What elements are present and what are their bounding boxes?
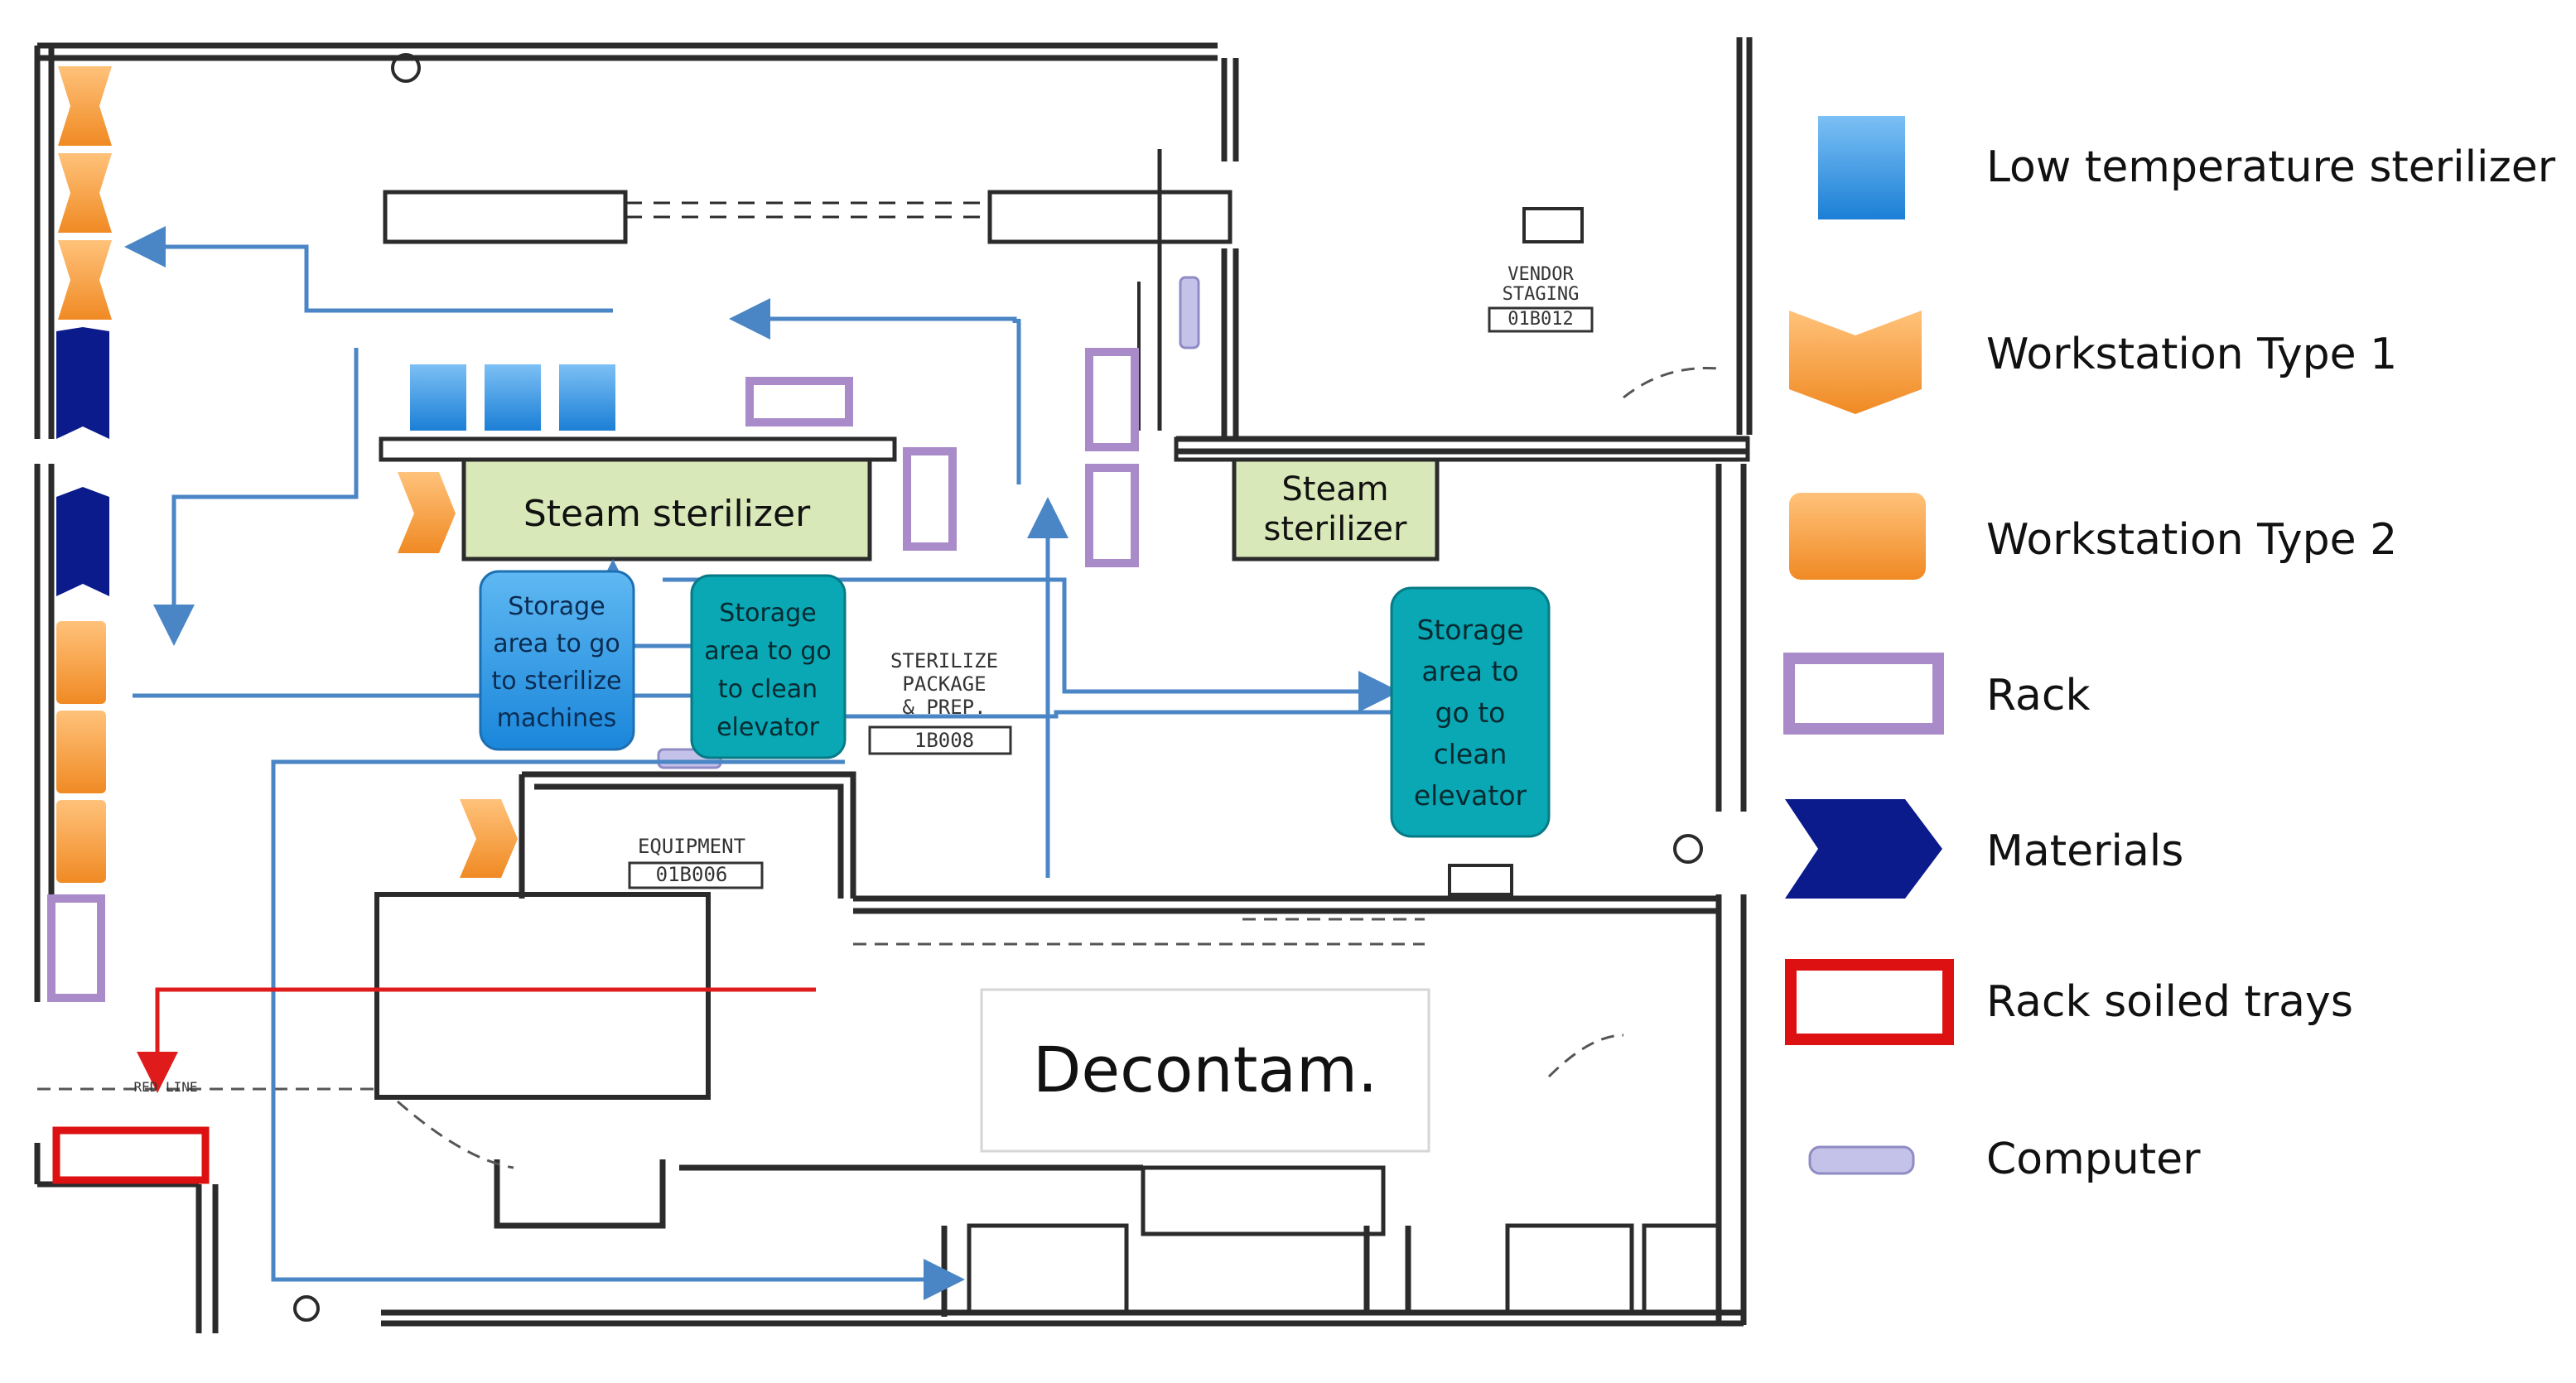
materials-icon: [56, 327, 109, 439]
rack-soiled-icon: [52, 1126, 210, 1184]
legend-rack-icon: [1783, 653, 1944, 735]
rack-icon: [903, 447, 957, 551]
sterilize-package-code: 1B008: [914, 729, 974, 752]
legend-workstation-type2-icon: [1789, 493, 1926, 580]
red-line-label: RED LINE: [133, 1079, 197, 1095]
low-temp-sterilizer-icon: [410, 364, 466, 431]
workstation-type1-icon: [58, 240, 112, 320]
steam-sterilizer-small-line1: Steam: [1281, 470, 1388, 508]
steam-sterilizer-main: Steam sterilizer: [461, 457, 872, 561]
soiled-flow-arrow: [137, 987, 816, 1093]
storage-sterilize-line3: to sterilize: [491, 667, 621, 696]
storage-clean-b-line2: area to: [1421, 655, 1518, 687]
architectural-walls: [34, 37, 1753, 1333]
storage-clean-b-line5: elevator: [1414, 779, 1527, 812]
equipment-line1: EQUIPMENT: [638, 835, 745, 858]
steam-sterilizer-small: Steam sterilizer: [1232, 457, 1440, 561]
vendor-staging-line2: STAGING: [1503, 284, 1580, 305]
equipment-code: 01B006: [656, 863, 728, 886]
decontam-label: Decontam.: [1033, 1033, 1377, 1106]
vendor-staging-code: 01B012: [1507, 309, 1573, 330]
storage-clean-a-line2: area to go: [704, 637, 832, 666]
legend-computer-icon: [1808, 1145, 1915, 1175]
rack-icon: [1085, 348, 1139, 451]
workstation-type1-icon: [460, 799, 518, 878]
vendor-staging-line1: VENDOR: [1507, 264, 1574, 285]
storage-sterilize-line4: machines: [497, 704, 617, 733]
materials-icon: [56, 487, 109, 596]
room-label-sterilize-package: STERILIZE PACKAGE & PREP. 1B008: [890, 649, 998, 752]
workstation-type1-icon: [58, 153, 112, 233]
storage-clean-a-line4: elevator: [716, 713, 820, 742]
sterilize-package-line2: PACKAGE: [902, 672, 986, 696]
storage-clean-b-line1: Storage: [1416, 614, 1523, 646]
rack-icon: [1085, 464, 1139, 567]
sterilize-package-code-box: [868, 725, 1012, 755]
low-temp-sterilizers: [410, 364, 615, 431]
legend-label-rack: Rack: [1986, 671, 2091, 720]
workstation-type2-icon: [56, 800, 106, 883]
room-label-vendor-staging: VENDOR STAGING 01B012: [1503, 264, 1580, 330]
legend-label-computer: Computer: [1986, 1135, 2201, 1184]
workstation-type1-icon: [398, 472, 456, 553]
vendor-staging-code-box: [1488, 306, 1594, 333]
legend-label-low-temp-sterilizer: Low temperature sterilizer: [1986, 142, 2556, 192]
legend-label-workstation-type1: Workstation Type 1: [1986, 330, 2398, 379]
workstations-left: [56, 66, 112, 883]
storage-clean-b-line3: go to: [1435, 696, 1506, 729]
storage-clean-a-line3: to clean: [718, 675, 818, 704]
sterilize-package-line3: & PREP.: [902, 696, 986, 719]
low-temp-sterilizer-icon: [485, 364, 541, 431]
decontam-zone: Decontam.: [980, 988, 1430, 1153]
workstation-type2-icon: [56, 621, 106, 704]
storage-area-sterilize: Storage area to go to sterilize machines: [479, 570, 635, 751]
workstation-type2-icon: [56, 711, 106, 793]
storage-sterilize-line1: Storage: [508, 592, 605, 621]
workstation-type1-icon: [58, 66, 112, 146]
equipment-code-box: [628, 861, 764, 889]
computer-icon: [1179, 276, 1200, 349]
legend-materials-icon: [1785, 799, 1942, 899]
storage-clean-b-line4: clean: [1434, 738, 1507, 770]
racks: [47, 348, 1139, 1002]
storage-area-clean-elevator-b: Storage area to go to clean elevator: [1390, 586, 1551, 838]
legend-workstation-type1-icon: [1789, 311, 1922, 414]
low-temp-sterilizer-icon: [559, 364, 615, 431]
dashed-partitions: [37, 366, 1720, 1169]
storage-area-clean-elevator-a: Storage area to go to clean elevator: [690, 574, 847, 759]
storage-sterilize-line2: area to go: [493, 629, 620, 658]
sterilize-package-line1: STERILIZE: [890, 649, 998, 672]
rack-icon: [47, 894, 105, 1002]
legend-low-temp-sterilizer-icon: [1818, 116, 1905, 219]
legend: [1783, 116, 1954, 1175]
legend-rack-soiled-icon: [1785, 959, 1954, 1045]
legend-label-workstation-type2: Workstation Type 2: [1986, 515, 2398, 565]
legend-label-materials: Materials: [1986, 826, 2184, 876]
legend-label-rack-soiled-trays: Rack soiled trays: [1986, 977, 2353, 1027]
steam-sterilizer-small-line2: sterilizer: [1264, 510, 1408, 548]
rack-icon: [745, 377, 853, 426]
steam-sterilizer-label: Steam sterilizer: [523, 493, 811, 535]
storage-clean-a-line1: Storage: [719, 599, 816, 628]
room-label-equipment: EQUIPMENT 01B006: [638, 835, 745, 886]
